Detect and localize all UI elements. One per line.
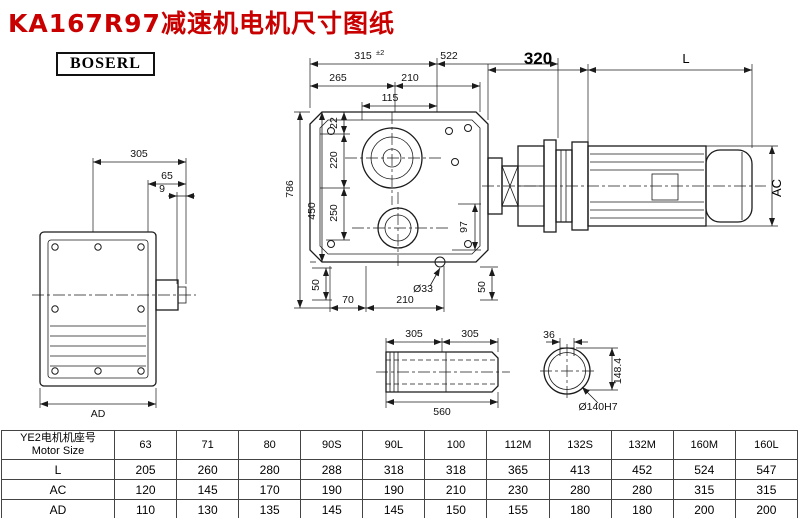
table-cell: 260 [176,459,240,480]
dim-AC: AC [769,179,784,197]
row-label-AD: AD [1,499,115,518]
side-view: 305 65 9 AD [32,148,196,420]
size-col-header: 90L [362,430,426,460]
dim-diameter-140H7: Ø140H7 [578,401,617,413]
table-cell: 145 [362,499,426,518]
size-col-header: 80 [238,430,302,460]
dim-115: 115 [382,92,399,104]
table-cell: 205 [113,459,178,480]
table-cell: 200 [734,499,799,518]
table-cell: 155 [486,499,550,518]
size-col-header: 132M [610,430,674,460]
size-col-header: 160M [672,430,736,460]
dim-305-a: 305 [405,328,423,340]
dim-diameter-33: Ø33 [413,283,433,295]
dim-450: 450 [306,202,318,220]
table-cell: 288 [300,459,364,480]
table-cell: 130 [176,499,240,518]
dim-786: 786 [284,180,296,198]
brand-logo: BOSERL [56,52,155,76]
table-cell: 210 [424,479,488,500]
dim-36: 36 [543,329,555,341]
table-header-en: Motor Size [31,445,85,457]
table-cell: 170 [238,479,302,500]
dim-50-left: 50 [310,279,322,291]
table-cell: 280 [610,479,674,500]
table-cell: 318 [362,459,426,480]
table-cell: 120 [113,479,178,500]
dim-9: 9 [159,183,165,195]
size-col-header: 112M [486,430,550,460]
table-cell: 110 [113,499,178,518]
dim-305-b: 305 [461,328,479,340]
dim-50-right: 50 [476,281,488,293]
size-col-header: 132S [548,430,612,460]
dim-AD: AD [91,408,106,420]
size-col-header: 100 [424,430,488,460]
table-cell: 315 [672,479,736,500]
hollow-shaft-view: 305 305 560 [376,328,510,418]
motor-size-table: YE2电机机座号 Motor Size 63 71 80 90S 90L 100… [1,430,799,518]
table-cell: 200 [672,499,736,518]
size-col-header: 71 [176,430,240,460]
dim-320: 320 [524,49,552,68]
shaft-bore-view: 36 148.4 Ø140H7 [540,329,624,413]
dim-22: 22 [328,117,340,129]
row-label-AC: AC [1,479,115,500]
dim-315-tolerance: ±2 [376,48,384,57]
size-col-header: 90S [300,430,364,460]
table-cell: 280 [238,459,302,480]
dim-315: 315 [354,50,372,62]
table-cell: 180 [610,499,674,518]
page-title: KA167R97减速机电机尺寸图纸 [8,9,395,38]
dim-522: 522 [440,50,458,62]
table-cell: 365 [486,459,550,480]
table-cell: 452 [610,459,674,480]
motor-view: 320 L AC [482,49,784,233]
dim-L: L [682,51,689,66]
table-header-row: YE2电机机座号 Motor Size 63 71 80 90S 90L 100… [1,430,799,460]
table-cell: 318 [424,459,488,480]
size-col-header: 160L [734,430,799,460]
dim-210-bottom: 210 [396,294,414,306]
table-row-AC: AC 120 145 170 190 190 210 230 280 280 3… [1,479,799,500]
dim-220: 220 [328,151,340,169]
dim-265: 265 [329,72,347,84]
dim-210-top: 210 [401,72,419,84]
table-header-motor-size: YE2电机机座号 Motor Size [1,430,115,460]
dim-250: 250 [328,204,340,222]
table-cell: 413 [548,459,612,480]
table-cell: 180 [548,499,612,518]
table-cell: 315 [734,479,799,500]
row-label-L: L [1,459,115,480]
dim-560: 560 [433,406,451,418]
dim-65: 65 [161,170,173,182]
table-cell: 190 [300,479,364,500]
table-cell: 145 [300,499,364,518]
dim-305-side: 305 [130,148,148,160]
table-cell: 150 [424,499,488,518]
table-cell: 280 [548,479,612,500]
main-view: 315 ±2 522 265 210 115 22 220 250 450 78… [284,48,559,312]
table-cell: 230 [486,479,550,500]
size-col-header: 63 [113,430,178,460]
table-row-L: L 205 260 280 288 318 318 365 413 452 52… [1,459,799,480]
table-cell: 135 [238,499,302,518]
table-cell: 145 [176,479,240,500]
dim-148-4: 148.4 [612,358,624,384]
table-row-AD: AD 110 130 135 145 145 150 155 180 180 2… [1,499,799,518]
table-cell: 190 [362,479,426,500]
table-cell: 547 [734,459,799,480]
dim-97: 97 [458,221,470,233]
table-header-cn: YE2电机机座号 [20,432,96,445]
table-cell: 524 [672,459,736,480]
dim-70: 70 [342,294,354,306]
technical-drawing: 305 65 9 AD 3 [32,48,784,420]
